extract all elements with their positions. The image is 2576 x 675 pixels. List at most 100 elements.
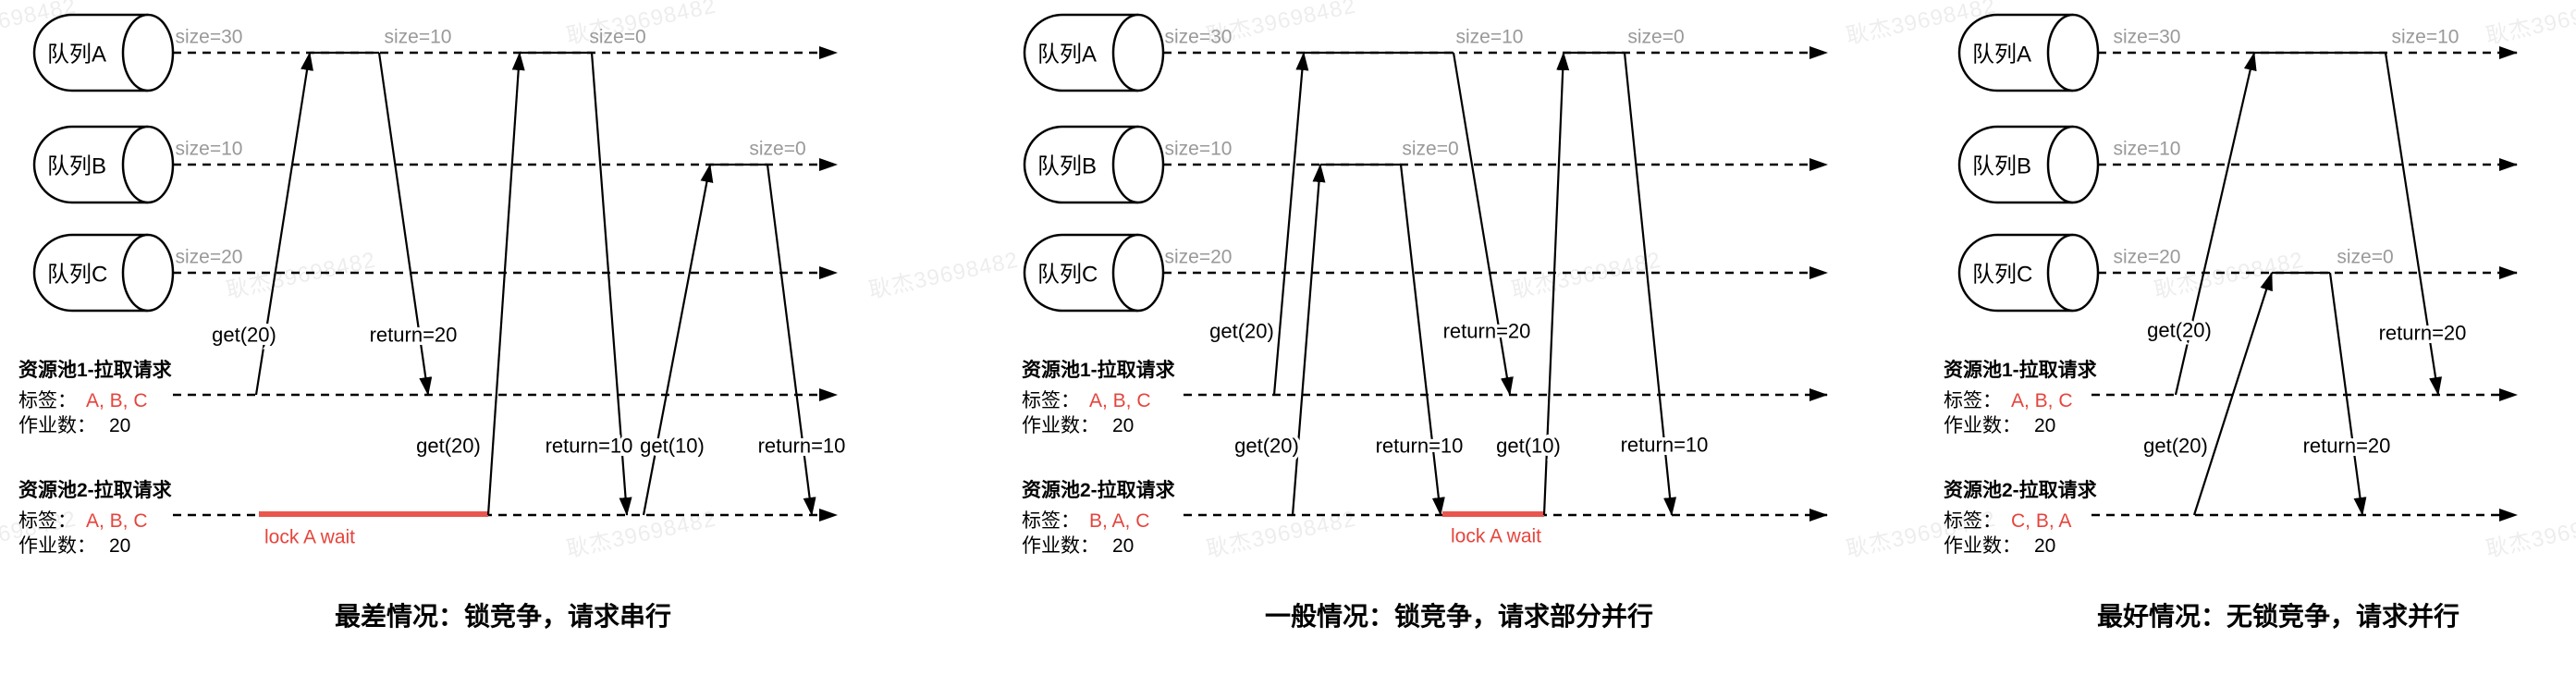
lock-wait-label: lock A wait — [264, 527, 355, 548]
queue-cylinder-cap — [121, 125, 175, 204]
pool-title: 资源池1-拉取请求 — [1944, 360, 2097, 381]
pool-jobs-label: 作业数： — [18, 415, 96, 436]
return-label: return=10 — [758, 435, 846, 458]
pool-tags-row: 标签：A, B, C — [1944, 388, 2097, 413]
pool2-info-average: 资源池2-拉取请求 标签： B, A, C 作业数：20 — [1022, 478, 1175, 558]
pool-tags-row: 标签： A, B, C — [18, 388, 172, 413]
return-label: return=20 — [370, 324, 458, 347]
pool-tags-value: A, B, C — [1089, 390, 1151, 411]
pool-tags-label: 标签： — [18, 510, 77, 532]
return-arrow — [766, 164, 816, 516]
pool-title: 资源池2-拉取请求 — [18, 480, 172, 501]
queue-label: 队列B — [1972, 154, 2031, 179]
pool-tags-row: 标签： A, B, C — [18, 509, 172, 534]
get-arrow — [486, 52, 525, 516]
queue-cylinder-body — [1957, 125, 2073, 204]
pool-tags-value: C, B, A — [2011, 510, 2072, 532]
queue-cylinder-body — [1957, 233, 2073, 313]
return-arrow — [2384, 52, 2443, 396]
pool-jobs-value: 20 — [2034, 415, 2056, 436]
pool-tags-row: 标签： B, A, C — [1022, 509, 1175, 534]
queue-size-label: size=30 — [2114, 27, 2181, 48]
pool-jobs-label: 作业数： — [18, 535, 96, 557]
pool-title: 资源池2-拉取请求 — [1944, 480, 2097, 501]
pool-jobs-row: 作业数： 20 — [1944, 534, 2097, 558]
pool-jobs-label: 作业数： — [1022, 415, 1099, 436]
queue-cylinder-body — [1023, 233, 1138, 313]
pool1-info-best: 资源池1-拉取请求 标签：A, B, C 作业数： 20 — [1944, 358, 2097, 438]
return-arrow — [2328, 272, 2367, 516]
return-label: return=10 — [1376, 435, 1464, 458]
queue-size-label: size=0 — [1402, 139, 1458, 160]
queue-size-label: size=20 — [176, 247, 243, 268]
pool-jobs-row: 作业数： 20 — [1022, 413, 1175, 438]
get-arrow — [2174, 52, 2257, 396]
queue-size-label: size=0 — [2337, 247, 2393, 268]
queue-size-label: size=10 — [385, 27, 452, 48]
pool-tags-label: 标签： — [1944, 510, 2002, 532]
pool-jobs-label: 作业数： — [1944, 415, 2021, 436]
queue-size-label: size=0 — [1627, 27, 1684, 48]
queue-size-label: size=10 — [176, 139, 243, 160]
queue-label: 队列C — [1972, 263, 2032, 288]
queue-label: 队列C — [1037, 263, 1098, 288]
panel-best-case: get(20)return=20get(20)return=20队列Asize=… — [1957, 13, 2518, 522]
pool-tags-label: 标签： — [1022, 390, 1080, 411]
pool-jobs-value: 20 — [2034, 535, 2056, 557]
get-label: get(20) — [2147, 319, 2212, 342]
queue-size-label: size=10 — [1165, 139, 1233, 160]
get-label: get(20) — [212, 324, 276, 347]
pool-jobs-row: 作业数： 20 — [18, 534, 172, 558]
pool-tags-row: 标签： A, B, C — [1022, 388, 1175, 413]
caption-worst-case: 最差情况：锁竞争，请求串行 — [334, 602, 672, 631]
queue-cylinder-cap — [1111, 233, 1165, 313]
pool-jobs-label: 作业数： — [1944, 535, 2021, 557]
pool-tags-label: 标签： — [1022, 510, 1080, 532]
pool-tags-value: A, B, C — [86, 390, 148, 411]
queue-size-label: size=30 — [176, 27, 243, 48]
get-label: get(20) — [1234, 435, 1299, 458]
return-label: return=20 — [1443, 320, 1531, 343]
queue-cylinder-cap — [121, 233, 175, 313]
queue-cylinder-body — [32, 13, 148, 92]
get-arrow — [1542, 52, 1570, 516]
pool-jobs-row: 作业数：20 — [1022, 534, 1175, 558]
return-arrow — [377, 52, 433, 396]
queue-label: 队列B — [47, 154, 106, 179]
queue-cylinder-cap — [2046, 13, 2100, 92]
pool-tags-value: B, A, C — [1089, 510, 1150, 532]
return-label: return=20 — [2303, 435, 2391, 458]
pool-jobs-value: 20 — [1112, 415, 1135, 436]
caption-best-case: 最好情况：无锁竞争，请求并行 — [2096, 602, 2460, 631]
pool-jobs-row: 作业数：20 — [18, 413, 172, 438]
queue-size-label: size=0 — [749, 139, 805, 160]
queue-size-label: size=10 — [2114, 139, 2181, 160]
queue-size-label: size=30 — [1165, 27, 1233, 48]
queue-cylinder-cap — [2046, 233, 2100, 313]
queue-size-label: size=20 — [1165, 247, 1233, 268]
lock-wait-label: lock A wait — [1451, 526, 1541, 547]
pool2-info-worst: 资源池2-拉取请求 标签： A, B, C 作业数： 20 — [18, 478, 172, 558]
pool-tags-value: A, B, C — [86, 510, 148, 532]
queue-cylinder-cap — [121, 13, 175, 92]
get-label: get(20) — [2143, 435, 2208, 458]
pool-jobs-label: 作业数： — [1022, 535, 1099, 557]
queue-size-label: size=20 — [2114, 247, 2181, 268]
panel-worst-case: lock A waitget(20)return=20get(20)return… — [32, 13, 849, 551]
queue-size-label: size=10 — [1456, 27, 1524, 48]
panel-average-case: lock A waitget(20)return=20get(20)return… — [1023, 13, 1828, 550]
pool-jobs-value: 20 — [109, 535, 131, 557]
get-label: get(10) — [1496, 435, 1561, 458]
queue-label: 队列A — [1037, 43, 1097, 68]
return-label: return=20 — [2379, 322, 2467, 345]
pool-tags-label: 标签： — [1944, 390, 2002, 411]
get-arrow — [1291, 164, 1326, 516]
queue-cylinder-cap — [2046, 125, 2100, 204]
pool-title: 资源池2-拉取请求 — [1022, 480, 1175, 501]
return-arrow — [1452, 52, 1514, 396]
queue-cylinder-body — [1023, 125, 1138, 204]
queue-label: 队列C — [47, 263, 107, 288]
caption-average-case: 一般情况：锁竞争，请求部分并行 — [1264, 602, 1654, 631]
pool-tags-label: 标签： — [18, 390, 77, 411]
queue-label: 队列B — [1037, 154, 1097, 179]
